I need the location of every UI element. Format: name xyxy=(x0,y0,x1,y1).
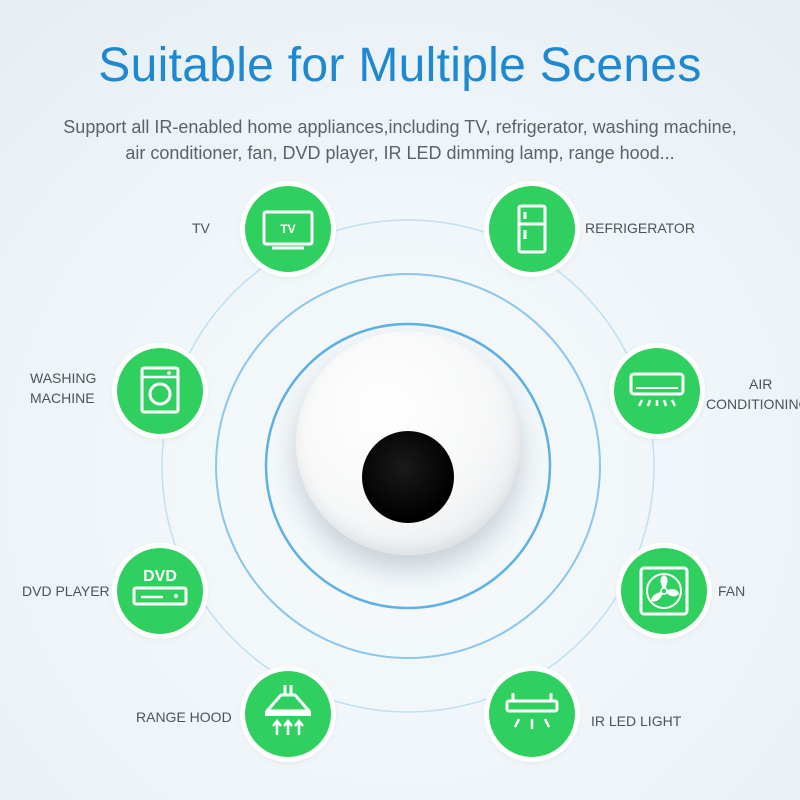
subtitle-line-1: Support all IR-enabled home appliances,i… xyxy=(63,117,737,137)
tv-label: TV xyxy=(192,220,210,236)
refrigerator-label: REFRIGERATOR xyxy=(585,220,695,236)
tv-badge: TV xyxy=(245,186,331,272)
range-hood-badge xyxy=(245,671,331,757)
inner-ring xyxy=(264,322,552,610)
outer-ring xyxy=(161,219,655,713)
dvd-player-label: DVD PLAYER xyxy=(22,583,110,599)
dvd-player-badge: DVD xyxy=(117,548,203,634)
dvd-player-icon: DVD xyxy=(132,568,188,606)
page-subtitle: Support all IR-enabled home appliances,i… xyxy=(0,114,800,166)
fan-badge xyxy=(621,548,707,634)
fan-icon xyxy=(639,566,689,616)
fan-label: FAN xyxy=(718,583,746,599)
ir-led-light-badge xyxy=(489,671,575,757)
ir-remote-device xyxy=(296,331,520,555)
page-title: Suitable for Multiple Scenes xyxy=(98,39,702,92)
ir-led-light-label: IR LED LIGHT xyxy=(591,713,682,729)
refrigerator-badge xyxy=(489,186,575,272)
washing-machine-label: WASHING MACHINE xyxy=(30,370,97,406)
tv-icon: TV xyxy=(262,210,314,250)
washing-machine-icon xyxy=(140,366,180,414)
dvd-icon-text: DVD xyxy=(143,568,177,585)
range-hood-label: RANGE HOOD xyxy=(136,709,232,725)
air-conditioner-icon xyxy=(629,372,685,407)
subtitle-line-2: air conditioner, fan, DVD player, IR LED… xyxy=(125,143,675,163)
air-conditioning-label: AIR CONDITIONING xyxy=(706,376,800,412)
range-hood-icon xyxy=(265,685,311,735)
refrigerator-icon xyxy=(517,204,547,254)
air-conditioner-badge xyxy=(614,348,700,434)
ir-sensor-window xyxy=(362,431,454,523)
tv-icon-text: TV xyxy=(280,222,295,236)
ir-led-light-icon xyxy=(505,693,559,729)
washing-machine-badge xyxy=(117,348,203,434)
middle-ring xyxy=(215,273,601,659)
